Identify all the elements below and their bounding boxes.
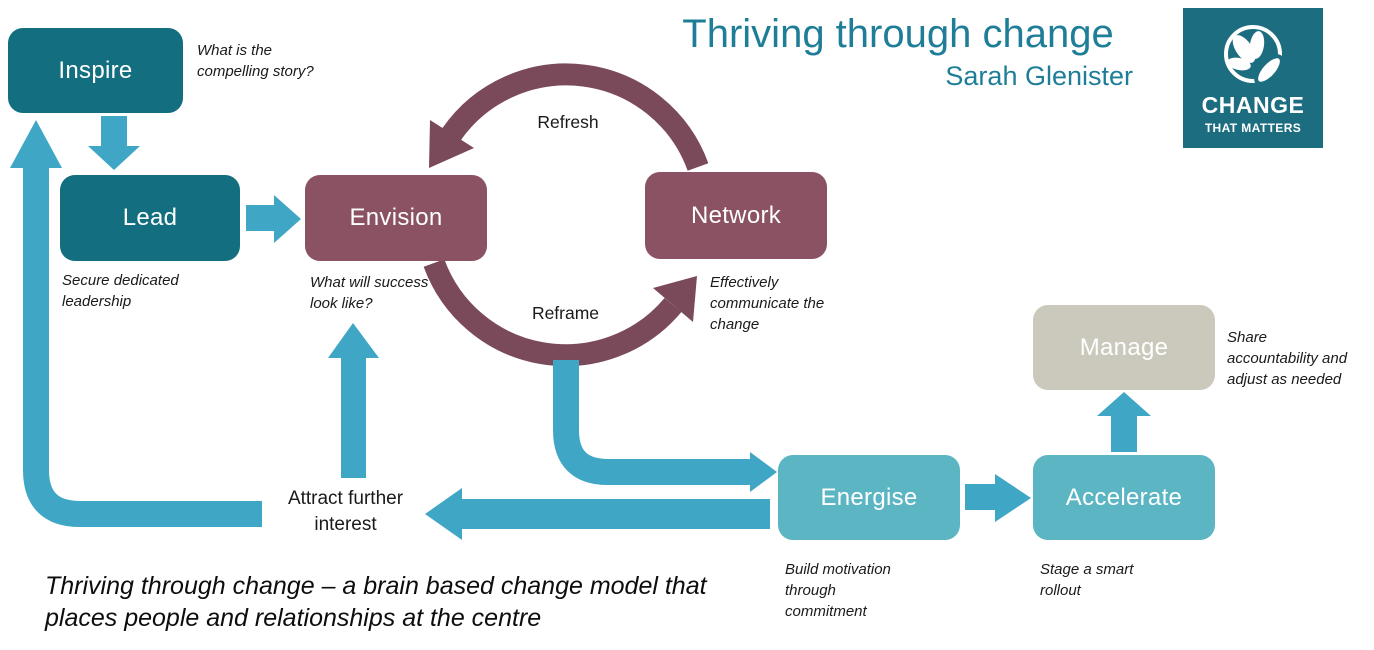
cycle-arc-bottom: [423, 259, 682, 367]
note-energise: Build motivation through commitment: [785, 561, 891, 620]
note-inspire: What is the compelling story?: [197, 42, 314, 80]
node-network: Network: [645, 172, 827, 259]
node-inspire-label: Inspire: [58, 56, 133, 84]
node-manage: Manage: [1033, 305, 1215, 390]
node-network-label: Network: [690, 201, 782, 229]
energise-to-attract-arrowhead-icon: [425, 488, 462, 540]
cycle-to-energise-arrowhead-icon: [750, 452, 777, 492]
logo-word-change: CHANGE: [1201, 92, 1305, 118]
cycle-arc-top: [441, 63, 709, 171]
accelerate-to-manage-arrow: [1111, 414, 1137, 452]
inspire-to-lead-arrowhead-icon: [88, 146, 140, 170]
cycle-label-reframe: Reframe: [531, 303, 600, 323]
note-accelerate: Stage a smart rollout: [1040, 561, 1134, 599]
note-manage: Share accountability and adjust as neede…: [1227, 329, 1348, 388]
note-lead: Secure dedicated leadership: [62, 272, 179, 310]
node-accelerate-label: Accelerate: [1065, 483, 1183, 511]
page-title: Thriving through change: [682, 12, 1114, 56]
label-attract-further-interest: Attract further interest: [287, 488, 404, 535]
inspire-to-lead-arrow: [101, 116, 127, 146]
lotus-leaves-icon: [1224, 25, 1284, 86]
note-network: Effectively communicate the change: [710, 274, 825, 333]
energise-to-accelerate-arrowhead-icon: [995, 474, 1031, 522]
node-energise-label: Energise: [820, 483, 918, 511]
change-that-matters-logo: CHANGE THAT MATTERS: [1183, 8, 1323, 148]
node-manage-label: Manage: [1079, 333, 1169, 361]
node-lead-label: Lead: [122, 204, 178, 231]
energise-to-accelerate-arrow: [965, 484, 995, 510]
node-inspire: Inspire: [8, 28, 183, 113]
lead-to-envision-arrowhead-icon: [274, 195, 301, 243]
attract-to-envision-arrow: [341, 356, 366, 478]
cycle-arc-bottom-arrowhead-icon: [653, 276, 697, 322]
cycle-arc-top-arrowhead-icon: [429, 120, 474, 168]
slide-caption: Thriving through change – a brain based …: [45, 572, 707, 632]
node-accelerate: Accelerate: [1033, 455, 1215, 540]
cycle-label-refresh: Refresh: [537, 112, 599, 132]
node-envision: Envision: [305, 175, 487, 261]
loop-back-arrowhead-icon: [10, 120, 62, 168]
lead-to-envision-arrow: [246, 205, 274, 231]
logo-word-that-matters: THAT MATTERS: [1204, 121, 1302, 135]
node-lead: Lead: [60, 175, 240, 261]
accelerate-to-manage-arrowhead-icon: [1097, 392, 1151, 416]
note-envision: What will success look like?: [310, 274, 429, 312]
title-block: Thriving through change Sarah Glenister: [663, 12, 1133, 92]
attract-to-envision-arrowhead-icon: [328, 323, 379, 358]
node-energise: Energise: [778, 455, 960, 540]
author-name: Sarah Glenister: [945, 61, 1133, 91]
loop-back-to-inspire-arrow: [23, 166, 262, 527]
node-envision-label: Envision: [349, 204, 443, 231]
cycle-to-energise-arrow: [553, 360, 750, 485]
